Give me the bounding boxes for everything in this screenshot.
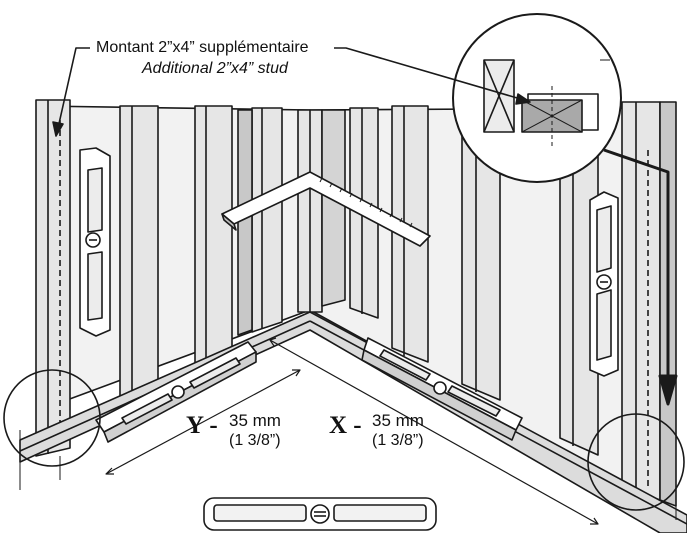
dimension-y-line [105, 369, 301, 475]
dimension-x-imperial: (1 3/8”) [372, 432, 424, 449]
pointer-arrow-icon [603, 148, 678, 406]
dimension-y-imperial: (1 3/8”) [229, 432, 281, 449]
dimension-y-letter: Y - [186, 412, 218, 439]
spirit-level-left-icon [79, 147, 111, 337]
callout-label-fr: Montant 2”x4” supplémentaire [96, 39, 309, 56]
dimension-x-letter: X - [329, 412, 362, 439]
callout-label-en: Additional 2”x4” stud [142, 60, 288, 77]
spirit-level-right-icon [589, 191, 619, 377]
dimension-x-line [269, 337, 599, 525]
magnifier-left-icon [3, 369, 101, 490]
dimension-x-metric: 35 mm [372, 411, 424, 430]
spirit-level-bottom-icon [203, 497, 437, 531]
carpenter-square-icon [221, 171, 431, 247]
left-wall-studs [119, 105, 283, 401]
detail-magnifier-icon [452, 13, 622, 183]
spirit-level-plate-right-icon [361, 337, 523, 441]
callout-arrow-right-icon [334, 47, 531, 105]
corner-studs [297, 109, 346, 313]
spirit-level-plate-left-icon [95, 341, 257, 443]
additional-stud [35, 99, 71, 457]
magnifier-right-icon [587, 413, 685, 520]
callout-arrow-left-icon [52, 47, 90, 137]
dimension-y-metric: 35 mm [229, 411, 281, 430]
